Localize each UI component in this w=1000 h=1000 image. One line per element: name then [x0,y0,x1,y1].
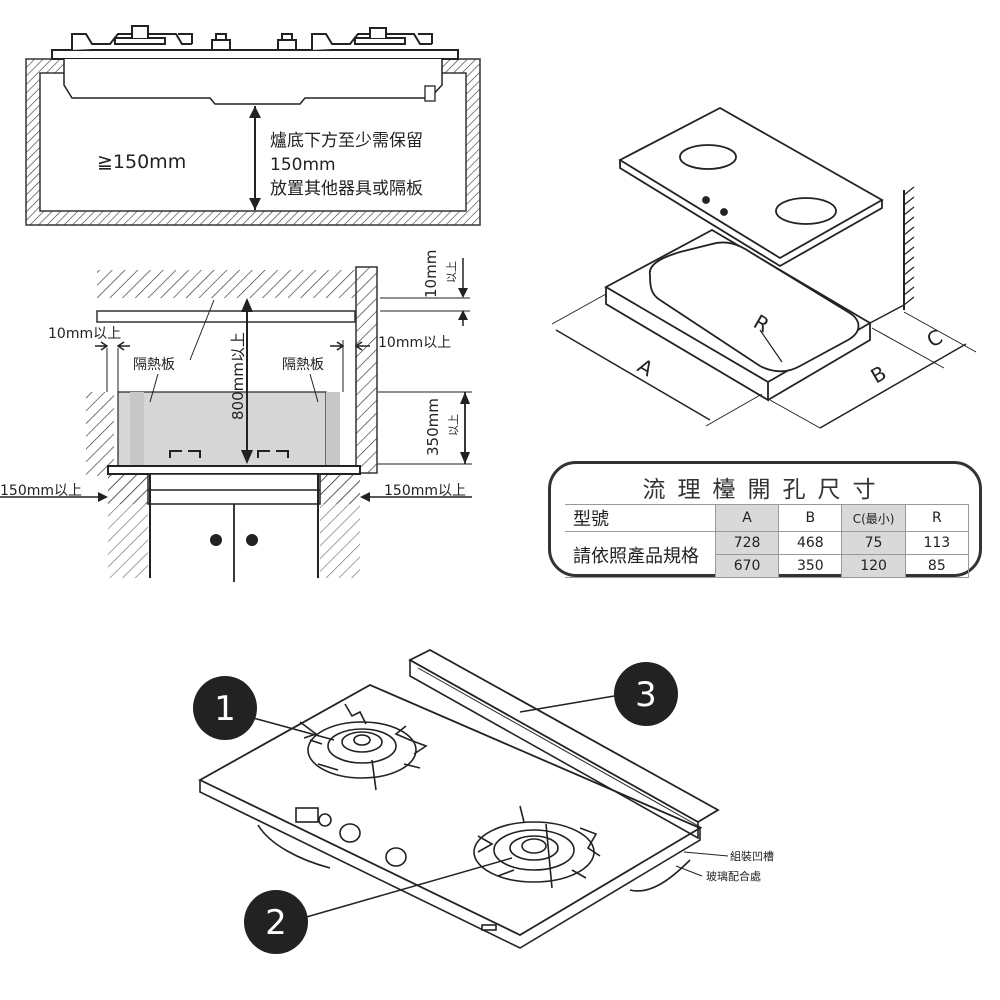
callout-1-label: 1 [214,689,236,729]
spec-grid: 型號 A B C(最小) R 請依照產品規格 728 468 75 113 67… [565,504,970,578]
side-right-label: 150mm以上 [384,483,466,499]
right-wall [355,266,378,474]
cutout-c-label: C [923,325,947,353]
header-cell: R [904,504,970,532]
cutout-spec-table: 流理檯開孔尺寸 型號 A B C(最小) R 請依照產品規格 728 468 7… [548,461,982,578]
min-clearance-label: ≧150mm [97,151,186,173]
counter-hatch [97,270,355,298]
table-cell: 120 [841,554,906,578]
table-cell: 468 [778,531,843,555]
table-cell: 728 [714,531,780,555]
right-gap-label: 10mm以上 [378,335,451,351]
hob-body [63,59,443,105]
hob-isometric [198,648,729,949]
table-cell: 350 [778,554,843,578]
callout-2 [244,890,308,954]
table-cell: 75 [841,531,906,555]
shield-left-label: 隔熱板 [133,357,175,373]
clearance-note-3: 放置其他器具或隔板 [270,179,423,199]
cutout-b-label: B [867,361,891,389]
table-row: 請依照產品規格 728 468 75 113 [565,531,970,578]
table-cell: 85 [904,554,970,578]
door-knob-right [246,534,258,546]
glass-fit-note: 玻璃配合處 [706,869,761,883]
height-label: 800mm以上 [229,332,247,420]
side-left-label: 150mm以上 [0,483,82,499]
top-gap-suffix: 以上 [445,261,458,283]
callout-3-label: 3 [635,675,657,715]
header-cell: A [714,504,780,532]
shelf-plate [96,310,356,323]
spec-table-title: 流理檯開孔尺寸 [642,477,888,503]
shield-height-suffix: 以上 [447,414,460,436]
shield-height-label: 350mm [424,398,442,456]
cabinet-section: 800mm以上 10mm 以上 10mm以上 10mm以上 隔熱板 隔熱板 [0,250,472,582]
header-cell: B [778,504,843,532]
shield-right-label: 隔熱板 [282,357,324,373]
heat-shield-area [117,391,327,469]
table-row: 型號 A B C(最小) R [565,504,970,532]
callout-3 [614,662,678,726]
hob-top-profile [71,25,433,51]
callout-1 [193,676,257,740]
left-wall [86,392,114,476]
counter-plate [51,49,459,60]
table-row: 670 350 120 85 [565,554,970,578]
cutout-diagram [551,106,977,429]
top-gap-label: 10mm [422,250,440,298]
model-label: 型號 [565,504,716,532]
clearance-diagram: ≧150mm 爐底下方至少需保留 150mm 放置其他器具或隔板 [25,25,481,226]
table-cell: 113 [904,531,970,555]
door-knob-left [210,534,222,546]
header-cell: C(最小) [841,504,906,532]
spec-label: 請依照產品規格 [565,531,716,578]
callout-2-label: 2 [265,903,287,943]
clearance-note-1: 爐底下方至少需保留 [270,131,423,151]
clearance-note-2: 150mm [270,155,336,175]
table-cell: 670 [714,554,780,578]
left-gap-label: 10mm以上 [48,326,121,342]
assembly-groove-note: 組裝凹槽 [730,850,774,863]
